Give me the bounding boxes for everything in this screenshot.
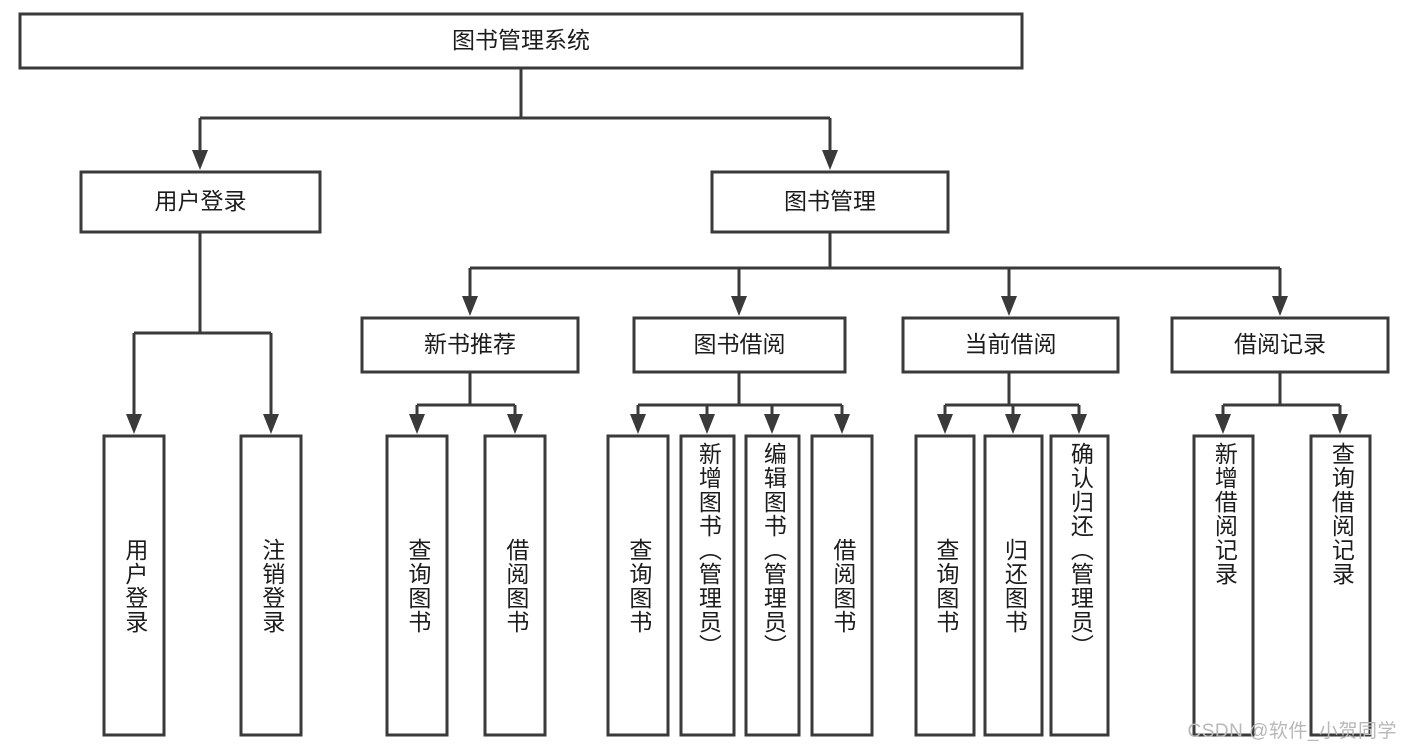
arrow-head-icon <box>731 296 747 316</box>
node-leaf-user-login-box[interactable] <box>102 434 166 737</box>
node-new-book-recommend-box[interactable] <box>360 316 580 374</box>
node-leaf-return-book-box[interactable] <box>983 434 1044 737</box>
node-leaf-query-book-3-box[interactable] <box>914 434 976 737</box>
root-system-label: 图书管理系统 <box>452 27 590 53</box>
node-book-manage-box[interactable] <box>710 170 950 234</box>
arrow-head-icon <box>630 414 646 434</box>
arrow-head-icon <box>507 414 523 434</box>
arrow-head-icon <box>263 414 279 434</box>
node-box-layer <box>18 12 1390 737</box>
arrow-head-icon <box>834 414 850 434</box>
connector-layer <box>126 68 1348 434</box>
node-current-borrow-box[interactable] <box>901 316 1120 374</box>
node-user-login-label: 用户登录 <box>155 188 247 214</box>
node-leaf-borrow-book-2-box[interactable] <box>810 434 874 737</box>
node-book-borrow-label: 图书借阅 <box>694 331 786 357</box>
node-book-borrow-box[interactable] <box>632 316 847 374</box>
arrow-head-icon <box>937 414 953 434</box>
node-borrow-record-label: 借阅记录 <box>1234 331 1326 357</box>
node-user-login-box[interactable] <box>79 170 322 234</box>
root-system-box[interactable] <box>18 12 1024 70</box>
node-new-book-recommend-label: 新书推荐 <box>424 331 516 357</box>
node-leaf-add-record-box[interactable] <box>1192 434 1255 737</box>
arrow-head-icon <box>1272 296 1288 316</box>
watermark-text: CSDN @软件_小贺同学 <box>1187 721 1397 742</box>
node-leaf-edit-book-box[interactable] <box>744 434 801 737</box>
arrow-head-icon <box>1332 414 1348 434</box>
node-leaf-query-record-box[interactable] <box>1309 434 1372 737</box>
arrow-head-icon <box>409 414 425 434</box>
arrow-head-icon <box>126 414 142 434</box>
node-current-borrow-label: 当前借阅 <box>965 331 1057 357</box>
node-leaf-query-book-1-box[interactable] <box>385 434 449 737</box>
arrow-head-icon <box>192 150 208 170</box>
arrow-head-icon <box>1005 414 1021 434</box>
arrow-head-icon <box>1215 414 1231 434</box>
node-leaf-confirm-return-box[interactable] <box>1049 434 1110 737</box>
node-leaf-query-book-2-box[interactable] <box>606 434 670 737</box>
node-book-manage-label: 图书管理 <box>784 188 876 214</box>
node-leaf-add-book-box[interactable] <box>679 434 736 737</box>
arrow-head-icon <box>1071 414 1087 434</box>
arrow-head-icon <box>462 296 478 316</box>
node-leaf-logout-login-box[interactable] <box>239 434 303 737</box>
node-leaf-borrow-book-1-box[interactable] <box>483 434 547 737</box>
node-borrow-record-box[interactable] <box>1170 316 1390 374</box>
arrow-head-icon <box>822 150 838 170</box>
arrow-head-icon <box>1001 296 1017 316</box>
arrow-head-icon <box>699 414 715 434</box>
arrow-head-icon <box>764 414 780 434</box>
